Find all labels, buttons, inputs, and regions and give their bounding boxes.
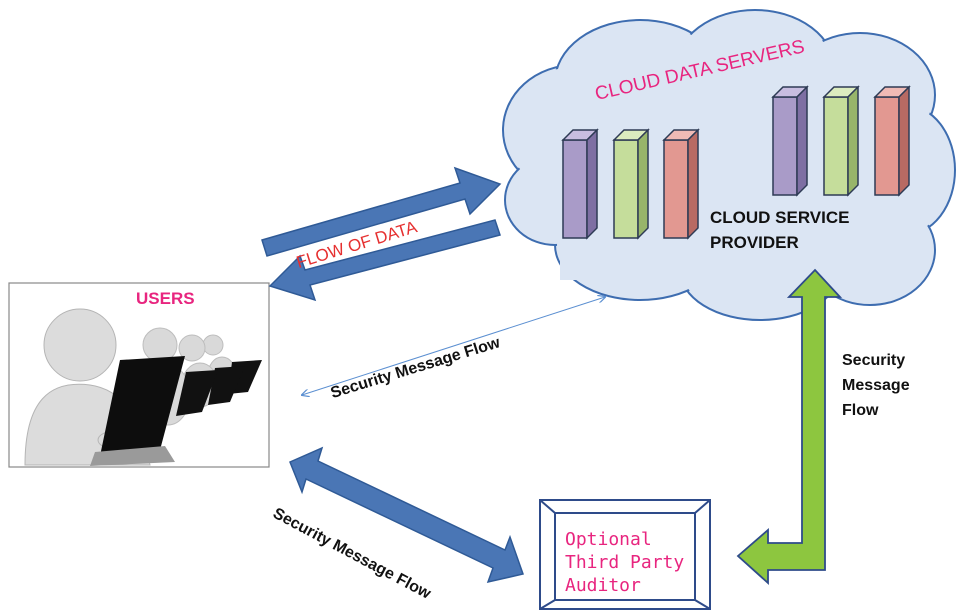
- provider-line-2: PROVIDER: [710, 233, 799, 252]
- auditor-line-2: Third Party: [565, 552, 685, 573]
- auditor-box: [539, 499, 711, 610]
- cloud-service-provider-label: CLOUD SERVICE PROVIDER: [710, 205, 850, 255]
- server-icon: [771, 85, 809, 197]
- security-right-line-3: Flow: [842, 402, 879, 419]
- auditor-line-3: Auditor: [565, 575, 641, 596]
- auditor-line-1: Optional: [565, 529, 652, 550]
- server-group-left: [561, 128, 700, 240]
- security-right-line-2: Message: [842, 377, 910, 394]
- users-illustration: [8, 282, 270, 468]
- server-icon: [662, 128, 700, 240]
- laptop-icon: [100, 356, 185, 456]
- arrow-auditor-cloud: [736, 268, 843, 586]
- arrow-users-to-cloud: [261, 166, 502, 257]
- server-icon: [612, 128, 650, 240]
- server-icon: [822, 85, 860, 197]
- provider-line-1: CLOUD SERVICE: [710, 208, 850, 227]
- server-icon: [873, 85, 911, 197]
- third-party-auditor-label: Optional Third Party Auditor: [565, 528, 695, 597]
- server-icon: [561, 128, 599, 240]
- security-right-line-1: Security: [842, 352, 906, 369]
- security-message-flow-label-right: Security Message Flow: [842, 348, 952, 423]
- users-label: USERS: [136, 289, 195, 308]
- security-flow-thin-arrow: [302, 297, 605, 395]
- arrow-users-auditor: [289, 446, 524, 584]
- server-group-right: [771, 85, 911, 197]
- arrow-cloud-to-users: [268, 219, 501, 302]
